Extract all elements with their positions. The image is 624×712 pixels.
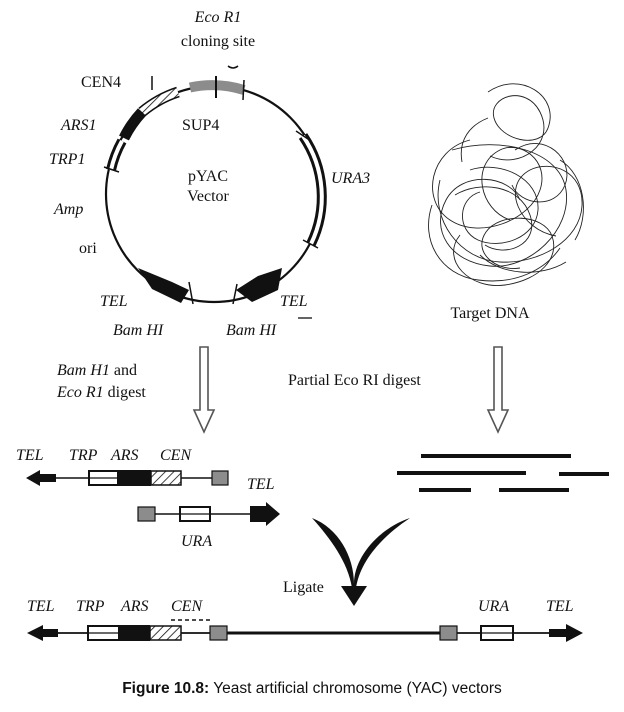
fragment2-ura-label: URA	[181, 533, 212, 550]
ori-label: ori	[79, 240, 97, 257]
product-tel-right-label: TEL	[546, 598, 574, 615]
sup4-label: SUP4	[182, 117, 219, 134]
product-ars-label: ARS	[120, 598, 149, 615]
product-ura-label: URA	[478, 598, 509, 615]
target-dna-label: Target DNA	[450, 305, 529, 322]
ligate-label: Ligate	[283, 579, 324, 596]
trp1-tick	[103, 166, 120, 173]
vector-fragments: TEL TRP ARS CEN TEL URA	[16, 447, 280, 550]
left-digest-arrow	[192, 346, 216, 434]
target-dna-fragments	[397, 454, 609, 492]
fragment1-cen-box	[150, 470, 182, 486]
fragment2-tel-label: TEL	[247, 476, 275, 493]
ura3-segment-inner	[301, 134, 324, 245]
fragment-ars-label: ARS	[110, 447, 139, 464]
bamh1-digest-line1: Bam H1 and	[57, 362, 137, 379]
fragment-trp-label: TRP	[69, 447, 98, 464]
fragment2-tel-arrow	[250, 502, 280, 526]
yac-construct: TEL TRP ARS CEN URA TEL	[27, 598, 583, 642]
ligation-funnel	[312, 518, 410, 588]
bamhi-right-tick	[232, 283, 238, 305]
vector-name-line2: Vector	[187, 188, 229, 205]
ura3-label: URA3	[331, 170, 370, 187]
fragment-cen-label: CEN	[160, 447, 192, 464]
figure-caption: Figure 10.8: Yeast artificial chromosome…	[122, 680, 502, 697]
partial-ecori-digest-label: Partial Eco RI digest	[288, 372, 421, 389]
fragment1-ars-box	[118, 470, 151, 486]
cen4-label: CEN4	[81, 74, 121, 91]
product-cen-box	[149, 625, 182, 641]
right-digest-arrow	[486, 346, 510, 434]
target-dna: Target DNA	[428, 83, 584, 322]
tel-left-label: TEL	[100, 293, 128, 310]
ura3-tick-top	[295, 130, 312, 142]
product-ars-box	[119, 625, 150, 641]
product-tel-left-arrow	[27, 625, 58, 641]
product-cen-label: CEN	[171, 598, 203, 615]
cloning-site-label: cloning site	[181, 33, 255, 50]
ura3-tick-bottom	[302, 239, 319, 249]
digest-arrows: Bam H1 and Eco R1 digest Partial Eco RI …	[56, 346, 510, 434]
fragment2-ecor1-end	[137, 506, 156, 522]
ligation-arrow: Ligate	[283, 518, 410, 606]
product-ecor1-left	[209, 625, 228, 641]
ecor1-digest-line2: Eco R1 digest	[56, 384, 146, 401]
sup4-boundary-tick	[242, 79, 245, 101]
ars1-label: ARS1	[60, 117, 97, 134]
product-tel-right-arrow	[549, 624, 583, 642]
product-ecor1-right	[439, 625, 458, 641]
bamhi-left-label: Bam HI	[113, 322, 164, 339]
fragment1-tel-arrow	[26, 470, 56, 486]
tel-right-label: TEL	[280, 293, 308, 310]
bamhi-left-tick	[188, 281, 194, 305]
ligation-arrowhead	[341, 586, 367, 606]
fragment1-ecor1-end	[211, 470, 229, 486]
ecor1-label: Eco R1	[194, 9, 242, 26]
fragment-tel-label: TEL	[16, 447, 44, 464]
cen4-segment	[139, 88, 180, 116]
product-tel-left-label: TEL	[27, 598, 55, 615]
tel-right-arrow	[236, 268, 282, 302]
target-dna-tangle	[428, 83, 584, 286]
ars1-segment	[119, 108, 147, 141]
cloning-site-mark	[227, 65, 239, 69]
tel-left-arrow	[138, 268, 189, 303]
product-trp-label: TRP	[76, 598, 105, 615]
amp-label: Amp	[53, 201, 83, 218]
bamhi-right-label: Bam HI	[226, 322, 277, 339]
trp1-label: TRP1	[49, 151, 85, 168]
sup4-segment	[188, 80, 246, 95]
vector-name-line1: pYAC	[188, 168, 228, 185]
pyac-vector: Eco R1 cloning site CEN4 ARS1 TRP1 Amp	[49, 9, 370, 339]
